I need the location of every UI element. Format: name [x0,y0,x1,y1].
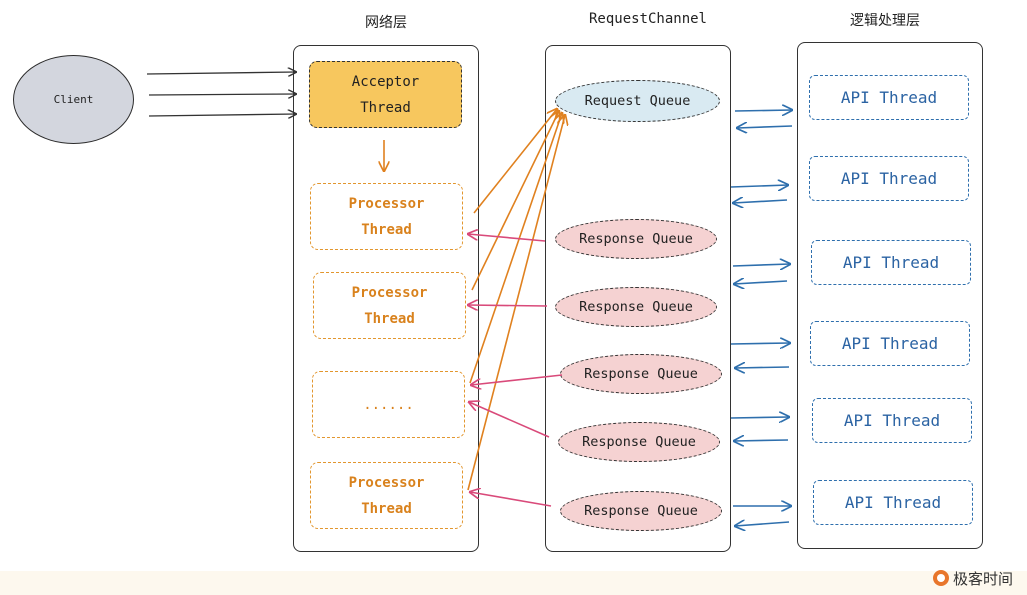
api-thread-label: API Thread [840,88,938,107]
geekbang-logo-icon [932,570,949,586]
api-thread-label: API Thread [843,411,941,430]
client-to-acceptor-arrows [146,72,296,116]
response-queue-label: Response Queue [579,299,693,315]
processor-thread: Processor Thread [313,272,466,339]
response-queue-label: Response Queue [584,503,698,519]
processor-line2: Thread [364,310,415,327]
processor-line2: Thread [361,221,412,238]
processor-placeholder: ...... [312,371,465,438]
client-node: Client [13,55,134,144]
response-queue: Response Queue [555,287,717,327]
acceptor-line2: Thread [360,99,411,116]
acceptor-thread: Acceptor Thread [309,61,462,128]
channel-api-arrows [730,110,792,526]
processor-line1: Processor [348,195,425,212]
response-queue-label: Response Queue [584,366,698,382]
brand-name: 极客时间 [952,569,1013,588]
api-thread: API Thread [813,480,973,525]
processor-to-request-queue-arrows [467,109,565,491]
processor-thread: Processor Thread [310,462,463,529]
processor-ellipsis: ...... [363,396,414,413]
footer-band [0,571,1027,595]
request-channel-title: RequestChannel [588,11,707,27]
api-thread: API Thread [812,398,972,443]
api-thread: API Thread [809,156,969,201]
client-label: Client [53,93,94,106]
request-queue-label: Request Queue [584,93,691,109]
network-layer-title: 网络层 [365,15,407,31]
api-thread-label: API Thread [844,493,942,512]
response-queue-label: Response Queue [582,434,696,450]
api-thread: API Thread [809,75,969,120]
response-queue: Response Queue [560,354,722,394]
api-thread-label: API Thread [841,334,939,353]
response-queue-to-processor-arrows [468,234,563,507]
acceptor-line1: Acceptor [351,73,420,90]
response-queue: Response Queue [558,422,720,462]
api-thread-label: API Thread [842,253,940,272]
response-queue-label: Response Queue [579,231,693,247]
api-thread: API Thread [810,321,970,366]
request-queue: Request Queue [555,80,720,122]
response-queue: Response Queue [560,491,722,531]
network-layer-panel [293,45,479,552]
api-thread: API Thread [811,240,971,285]
processor-line1: Processor [351,284,428,301]
logic-layer-title: 逻辑处理层 [850,13,920,29]
logic-layer-panel [797,42,983,549]
processor-thread: Processor Thread [310,183,463,250]
response-queue: Response Queue [555,219,717,259]
brand-logo: 极客时间 [932,566,1013,590]
processor-line2: Thread [361,500,412,517]
api-thread-label: API Thread [840,169,938,188]
processor-line1: Processor [348,474,425,491]
